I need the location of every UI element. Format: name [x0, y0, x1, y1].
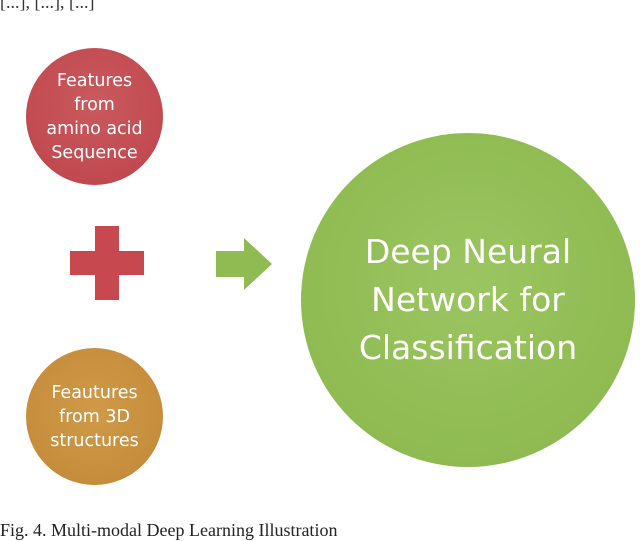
sequence-label-line: Sequence	[51, 142, 138, 163]
right-arrow-icon	[216, 238, 272, 290]
structure-features-node: Feautures from 3D structures	[26, 348, 163, 485]
sequence-features-node: Features from amino acid Sequence	[26, 48, 163, 185]
top-text-fragment: [...], [...], [...]	[0, 0, 95, 12]
figure-caption: Fig. 4. Multi-modal Deep Learning Illust…	[0, 520, 338, 540]
structure-label-line: from 3D	[59, 406, 130, 427]
dnn-label-line: Deep Neural	[364, 232, 572, 271]
plus-icon	[70, 226, 144, 300]
structure-features-label: Feautures from 3D structures	[35, 381, 155, 453]
sequence-label-line: amino acid	[46, 118, 143, 139]
structure-label-line: Feautures	[51, 382, 138, 403]
sequence-features-label: Features from amino acid Sequence	[35, 69, 155, 165]
structure-label-line: structures	[50, 430, 139, 451]
deep-neural-network-node: Deep Neural Network for Classification	[301, 133, 635, 467]
dnn-label-line: Network for	[371, 280, 565, 319]
sequence-label-line: Features	[56, 70, 133, 91]
deep-neural-network-label: Deep Neural Network for Classification	[318, 228, 618, 372]
sequence-label-line: from	[74, 94, 115, 115]
dnn-label-line: Classification	[358, 328, 578, 367]
